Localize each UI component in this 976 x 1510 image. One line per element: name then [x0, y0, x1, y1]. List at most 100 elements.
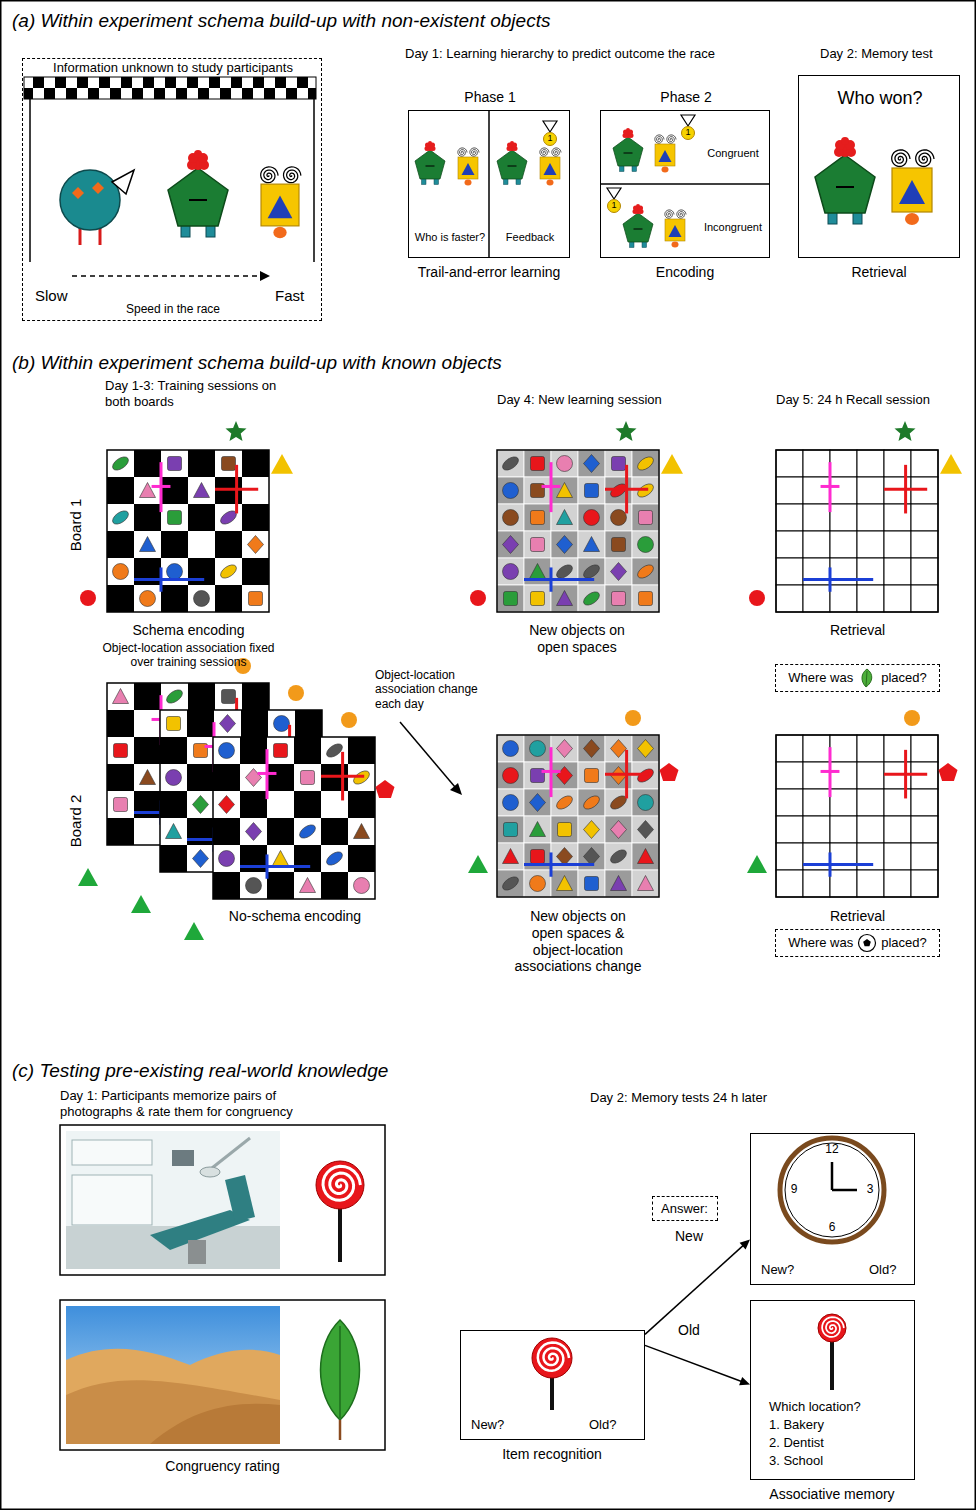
board-ground — [497, 450, 659, 612]
ball-patch — [863, 939, 871, 946]
node-text: Phase 2 — [601, 89, 771, 106]
medal-ribbon — [607, 188, 621, 199]
board-cell — [107, 531, 134, 558]
spiral — [822, 1317, 844, 1337]
test-box: Which location?1. Bakery2. Dentist3. Sch… — [750, 1300, 915, 1480]
location-cross — [240, 865, 310, 868]
object-icon — [611, 876, 627, 891]
board-cell — [578, 504, 605, 531]
pentagon-marker — [376, 780, 395, 798]
object-icon — [612, 457, 626, 471]
board-cell — [524, 585, 551, 612]
location-cross — [524, 863, 594, 866]
board-cell — [803, 762, 830, 789]
board-cell — [267, 872, 294, 899]
photo-lamp-arm — [212, 1138, 250, 1168]
creature-mouth — [836, 186, 854, 188]
connector-arrow — [645, 1239, 750, 1334]
board-cell — [884, 870, 911, 897]
node-text: 1. Bakery — [769, 1417, 914, 1433]
spiral — [677, 210, 686, 218]
creature-triangle — [659, 150, 672, 162]
board-cell — [803, 816, 830, 843]
spiral — [323, 1166, 360, 1200]
creature-foot — [672, 242, 679, 248]
board-cell — [803, 585, 830, 612]
node-text: Who won? — [799, 88, 961, 110]
board-cell — [242, 683, 269, 710]
panel-caption: No-schema encoding — [200, 908, 390, 925]
node-text: Who is faster? — [411, 231, 489, 244]
board-ground — [776, 450, 938, 612]
star-marker — [616, 421, 637, 441]
arrow-head — [260, 271, 270, 281]
node-text: 3. School — [769, 1453, 914, 1469]
panel-divider — [488, 110, 490, 258]
creature-hair — [428, 141, 432, 145]
object-icon — [557, 456, 573, 472]
board-ground — [160, 710, 322, 872]
pentagon-marker — [939, 763, 958, 781]
spiral — [892, 150, 910, 167]
board-cell — [213, 872, 240, 899]
creature-eye — [92, 182, 104, 194]
board-cell — [524, 450, 551, 477]
board-cell — [497, 477, 524, 504]
board-cell — [294, 737, 321, 764]
board-cell — [911, 843, 938, 870]
creature-mouth — [189, 199, 207, 201]
object-icon — [194, 591, 210, 607]
location-cross — [605, 773, 648, 776]
object-icon — [557, 740, 573, 758]
board-cell — [857, 585, 884, 612]
edge-label: Old — [662, 1322, 716, 1339]
location-cross — [524, 578, 594, 581]
object-icon — [611, 510, 627, 526]
object-icon — [554, 793, 574, 812]
panel-caption: Schema encoding — [97, 622, 280, 639]
board-cell — [551, 816, 578, 843]
board-cell — [107, 710, 134, 737]
board-cell — [267, 764, 294, 791]
spiral — [665, 210, 674, 218]
creature-body — [665, 219, 685, 241]
creature-body — [623, 213, 653, 242]
board-label: Board 1 — [67, 485, 85, 565]
sand-dune — [66, 1380, 280, 1444]
panel-caption: Encoding — [600, 264, 770, 281]
info-box: Information unknown to study participant… — [22, 58, 322, 321]
board-cell — [321, 872, 348, 899]
board-cell — [551, 477, 578, 504]
clock-number: 6 — [822, 1220, 842, 1234]
medal-ribbon — [681, 115, 695, 126]
object-icon — [222, 690, 236, 704]
board-cell — [884, 816, 911, 843]
board-cell — [524, 789, 551, 816]
board-cell — [551, 585, 578, 612]
star-marker — [226, 421, 247, 441]
day-heading: Day 4: New learning session — [497, 392, 717, 408]
location-cross — [829, 567, 832, 591]
circle-marker — [470, 590, 486, 606]
object-icon — [168, 511, 182, 525]
object-icon — [504, 592, 518, 606]
triangle-marker — [468, 855, 488, 873]
panel-caption: Item recognition — [452, 1446, 652, 1463]
node-text: placed? — [881, 935, 927, 951]
board-cell — [776, 789, 803, 816]
board-cell — [857, 450, 884, 477]
object-icon — [193, 796, 209, 814]
lollipop — [532, 1338, 572, 1378]
creature-body — [497, 150, 527, 179]
medal-number: 1 — [681, 127, 695, 138]
board-cell — [632, 531, 659, 558]
photo-monitor — [172, 1150, 194, 1166]
object-icon — [530, 876, 546, 892]
object-icon — [857, 668, 877, 688]
object-icon — [638, 876, 654, 891]
board-cell — [884, 843, 911, 870]
creature-hair — [841, 137, 849, 145]
medal-number: 1 — [543, 133, 557, 144]
board-cell — [803, 504, 830, 531]
